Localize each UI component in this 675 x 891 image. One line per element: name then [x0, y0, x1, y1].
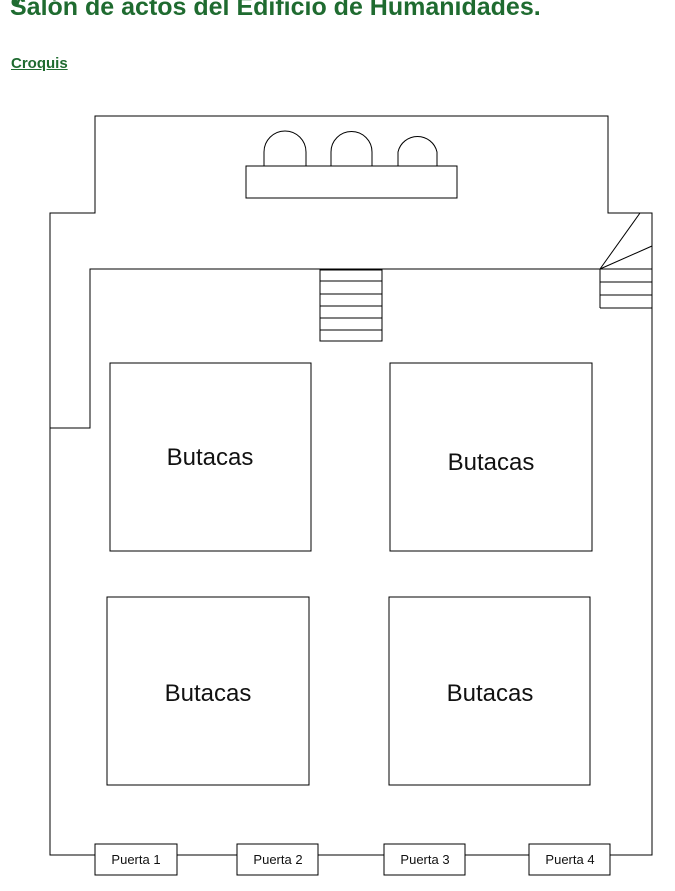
stage-arch — [397, 136, 438, 166]
inner-wall — [50, 268, 652, 429]
seating-block — [109, 362, 312, 552]
page-title: Salón de actos del Edificio de Humanidad… — [10, 0, 541, 21]
door-label: Puerta 3 — [400, 852, 449, 867]
corner-stairs-diagonal — [599, 245, 653, 270]
door-label: Puerta 4 — [545, 852, 594, 867]
stage-arch — [330, 131, 373, 166]
seating-label: Butacas — [447, 680, 534, 707]
door-label: Puerta 1 — [111, 852, 160, 867]
seating-block — [389, 362, 593, 552]
outer-wall — [49, 115, 653, 856]
seating-block — [106, 596, 310, 786]
stage-arch — [263, 130, 307, 166]
door-4 — [528, 843, 611, 876]
seating-label: Butacas — [167, 444, 254, 471]
door-3 — [383, 843, 466, 876]
seating-block — [388, 596, 591, 786]
seating-label: Butacas — [165, 680, 252, 707]
door-label: Puerta 2 — [253, 852, 302, 867]
door-1 — [94, 843, 178, 876]
croquis-link[interactable]: Croquis — [11, 55, 68, 72]
title-partial-text: y — [10, 0, 24, 5]
seating-label: Butacas — [448, 449, 535, 476]
title-partial-line: y — [10, 0, 24, 5]
corner-stairs-diagonal — [599, 212, 641, 270]
stage — [245, 165, 458, 199]
door-2 — [236, 843, 319, 876]
